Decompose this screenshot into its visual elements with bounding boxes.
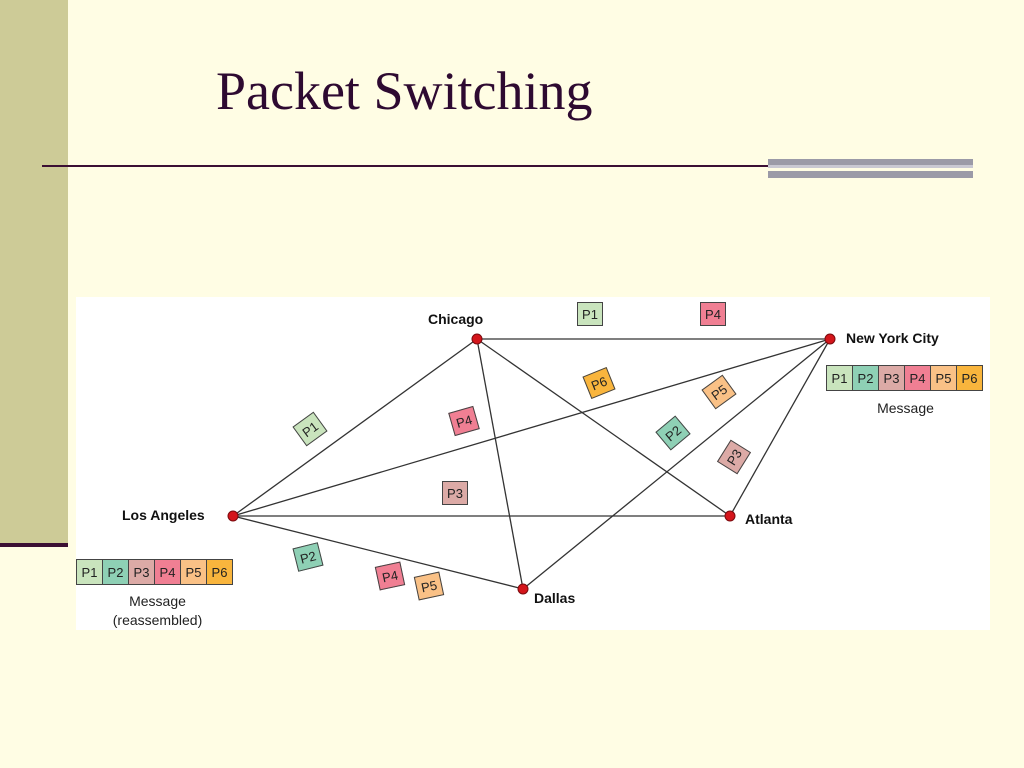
- node-newyork: [824, 333, 836, 345]
- message-cell-p3: P3: [878, 365, 905, 391]
- reassembled-cell-p3: P3: [128, 559, 155, 585]
- node-atlanta: [724, 510, 736, 522]
- source-message-strip: P1 P2 P3 P4 P5 P6: [826, 365, 983, 391]
- message-cell-p5: P5: [930, 365, 957, 391]
- title-underline: [42, 165, 802, 167]
- left-accent-rule: [0, 543, 68, 547]
- city-label-chicago: Chicago: [428, 311, 484, 327]
- link-atlanta-newyork: [729, 338, 831, 517]
- city-label-losangeles: Los Angeles: [122, 507, 205, 523]
- reassembled-message-caption: Message (reassembled): [76, 592, 239, 630]
- message-cell-p6: P6: [956, 365, 983, 391]
- title-underline-accent: [768, 159, 973, 179]
- reassembled-cell-p6: P6: [206, 559, 233, 585]
- message-cell-p1: P1: [826, 365, 853, 391]
- reassembled-cell-p5: P5: [180, 559, 207, 585]
- link-losangeles-newyork: [232, 338, 831, 517]
- city-label-dallas: Dallas: [534, 590, 576, 606]
- link-chicago-dallas: [476, 338, 524, 590]
- message-cell-p2: P2: [852, 365, 879, 391]
- slide-title: Packet Switching: [216, 61, 593, 121]
- city-label-newyork: New York City: [846, 330, 939, 346]
- packet-p4-chicago-newyork: P4: [700, 302, 726, 326]
- reassembled-cell-p2: P2: [102, 559, 129, 585]
- link-chicago-atlanta: [476, 338, 731, 517]
- message-cell-p4: P4: [904, 365, 931, 391]
- network-links: [227, 333, 836, 595]
- reassembled-cell-p4: P4: [154, 559, 181, 585]
- city-label-atlanta: Atlanta: [745, 511, 793, 527]
- packet-switching-diagram: Chicago New York City Los Angeles Atlant…: [76, 297, 990, 630]
- packet-p1-chicago-newyork: P1: [577, 302, 603, 326]
- reassembled-cell-p1: P1: [76, 559, 103, 585]
- link-chicago-losangeles: [232, 338, 478, 517]
- node-losangeles: [227, 510, 239, 522]
- link-dallas-newyork: [522, 338, 831, 590]
- left-accent-bar: [0, 0, 68, 546]
- node-chicago: [471, 333, 483, 345]
- link-losangeles-dallas: [232, 515, 524, 590]
- reassembled-caption-line1: Message: [129, 593, 186, 609]
- node-dallas: [517, 583, 529, 595]
- reassembled-message-strip: P1 P2 P3 P4 P5 P6: [76, 559, 233, 585]
- packet-p3-losangeles-atlanta: P3: [442, 481, 468, 505]
- reassembled-caption-line2: (reassembled): [112, 612, 203, 628]
- source-message-caption: Message: [877, 400, 934, 416]
